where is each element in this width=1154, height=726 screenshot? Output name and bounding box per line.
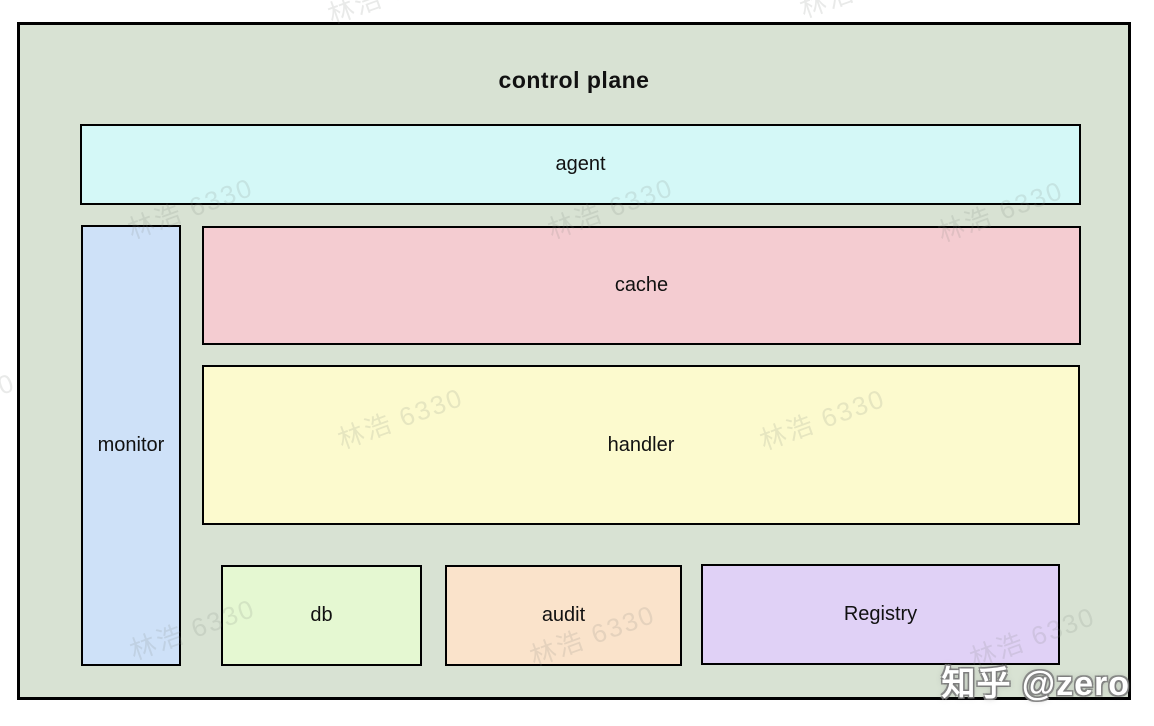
node-audit-label: audit <box>541 604 586 626</box>
node-audit: audit <box>445 565 682 666</box>
node-monitor: monitor <box>81 225 181 666</box>
node-agent-label: agent <box>555 153 606 175</box>
node-cache: cache <box>202 226 1081 345</box>
node-db-label: db <box>310 604 333 626</box>
node-db: db <box>221 565 422 666</box>
node-handler-label: handler <box>607 433 675 456</box>
diagram-title: control plane <box>498 67 650 93</box>
node-registry: Registry <box>701 564 1060 665</box>
node-handler: handler <box>202 365 1080 525</box>
node-agent: agent <box>80 124 1081 205</box>
credit-watermark: 知乎 @zero <box>941 665 1130 703</box>
node-registry-label: Registry <box>843 603 918 625</box>
node-cache-label: cache <box>614 274 669 296</box>
control-plane-container: control plane agent monitor cache handle… <box>17 22 1131 700</box>
node-monitor-label: monitor <box>97 434 165 456</box>
